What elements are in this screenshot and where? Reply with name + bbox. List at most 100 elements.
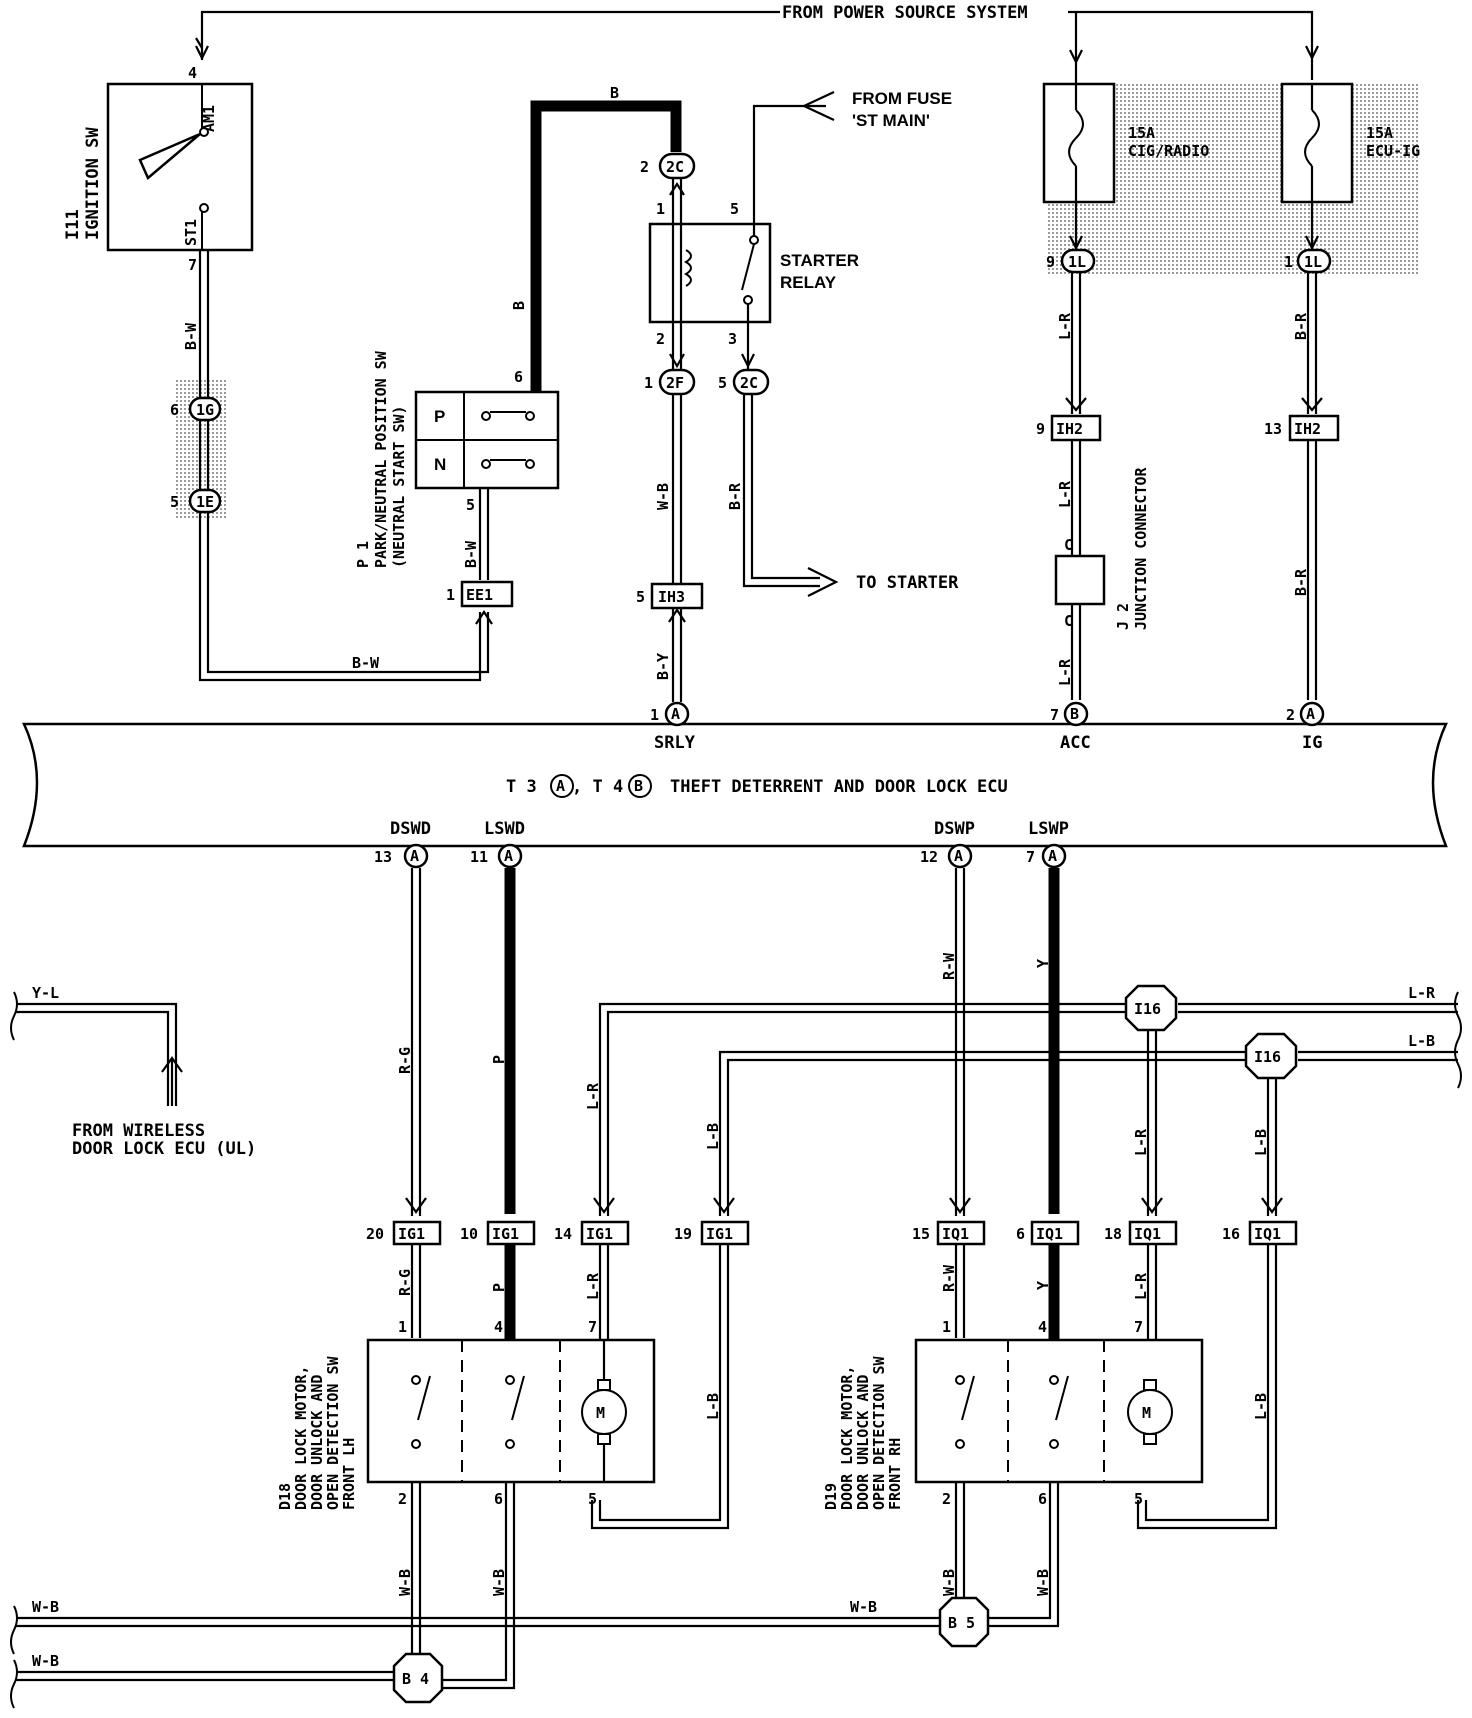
pnp-name1: PARK/NEUTRAL POSITION SW bbox=[372, 350, 390, 568]
wire-rw-label-2: R-W bbox=[940, 1264, 958, 1292]
wire-lb2-label-2: L-B bbox=[1252, 1393, 1270, 1420]
svg-text:2: 2 bbox=[1286, 706, 1295, 724]
ignition-switch bbox=[106, 82, 254, 252]
motor-rh-m: M bbox=[1142, 1404, 1151, 1422]
break-lb bbox=[1454, 1039, 1462, 1089]
wire-wb-6: W-B bbox=[850, 1598, 877, 1616]
motor-lh-m: M bbox=[596, 1404, 605, 1422]
svg-text:1: 1 bbox=[650, 706, 659, 724]
d18-pin-4: 4 bbox=[494, 1318, 503, 1336]
connector-1g-pin: 6 bbox=[170, 401, 179, 419]
wire-br-b: B-R bbox=[1292, 568, 1310, 596]
wire-rw-label: R-W bbox=[940, 952, 958, 980]
wire-by: B-Y bbox=[654, 653, 672, 680]
relay-pin-2: 2 bbox=[656, 330, 665, 348]
door-lock-motor-lh bbox=[366, 1338, 656, 1484]
junction-name: JUNCTION CONNECTOR bbox=[1132, 466, 1150, 630]
wireless-line1: FROM WIRELESS bbox=[72, 1121, 205, 1141]
ecu-pin-lswp: LSWP A 7 bbox=[1026, 819, 1069, 869]
connector-2f: 2F bbox=[658, 368, 696, 396]
ignition-pin-7: 7 bbox=[188, 256, 197, 274]
svg-text:I16: I16 bbox=[1254, 1048, 1281, 1066]
wire-wb-2: W-B bbox=[490, 1569, 508, 1596]
relay-pin-5: 5 bbox=[730, 200, 739, 218]
d18-pin-2: 2 bbox=[398, 1490, 407, 1508]
d18-name2: DOOR UNLOCK AND bbox=[308, 1375, 326, 1510]
svg-text:B: B bbox=[634, 777, 643, 795]
ecu-pin-dswp: DSWP A 12 bbox=[920, 819, 975, 869]
wire-b-top: B bbox=[610, 84, 619, 102]
svg-text:DSWD: DSWD bbox=[390, 819, 431, 839]
svg-text:14: 14 bbox=[554, 1225, 572, 1243]
svg-text:A: A bbox=[410, 847, 419, 865]
d19-pin-5: 5 bbox=[1134, 1490, 1143, 1508]
junction-i16-a: I16 bbox=[1124, 984, 1178, 1032]
fuse-ecu-ig bbox=[1280, 82, 1354, 252]
wire-b-vertical: B bbox=[510, 301, 528, 310]
d19-name3: OPEN DETECTION SW bbox=[870, 1356, 888, 1510]
junction-ref: J 2 bbox=[1114, 603, 1132, 630]
connector-2c-top-pin: 2 bbox=[640, 158, 649, 176]
pnp-pos-p: P bbox=[434, 407, 445, 426]
fuse-2-name: ECU-IG bbox=[1366, 142, 1420, 160]
svg-text:A: A bbox=[556, 777, 565, 795]
d19-pin-4: 4 bbox=[1038, 1318, 1047, 1336]
d18-name3: OPEN DETECTION SW bbox=[324, 1356, 342, 1510]
wire-wb-7: W-B bbox=[32, 1652, 59, 1670]
ground-point-b4: B 4 bbox=[392, 1652, 444, 1704]
d18-pin-7: 7 bbox=[588, 1318, 597, 1336]
svg-text:THEFT DETERRENT AND DOOR LOCK: THEFT DETERRENT AND DOOR LOCK ECU bbox=[670, 777, 1008, 797]
d19-name4: FRONT RH bbox=[886, 1438, 904, 1510]
st-main-arrow bbox=[801, 91, 835, 121]
d18-ref: D18 bbox=[276, 1483, 294, 1510]
d18-name4: FRONT LH bbox=[340, 1438, 358, 1510]
junction-c-top: C bbox=[1064, 536, 1073, 554]
wire-rw bbox=[949, 868, 971, 1338]
d19-ref: D19 bbox=[822, 1483, 840, 1510]
connector-iq1-15: IQ1 15 bbox=[912, 1220, 986, 1246]
svg-text:16: 16 bbox=[1222, 1225, 1240, 1243]
d19-pin-1: 1 bbox=[942, 1318, 951, 1336]
wire-rg bbox=[405, 868, 427, 1338]
to-starter-arrow bbox=[807, 567, 839, 597]
wire-wb-3: W-B bbox=[940, 1569, 958, 1596]
svg-text:A: A bbox=[1306, 705, 1315, 723]
relay-coil-icon bbox=[684, 249, 692, 287]
relay-name-1: STARTER bbox=[780, 251, 859, 270]
wire-lb2-label: L-B bbox=[1252, 1129, 1270, 1156]
connector-ih3-pin: 5 bbox=[636, 588, 645, 606]
fuse-2-amp: 15A bbox=[1366, 124, 1393, 142]
relay-pin-3: 3 bbox=[728, 330, 737, 348]
wire-lr-left-label: L-R bbox=[584, 1082, 602, 1110]
ecu-body bbox=[22, 722, 1448, 848]
svg-text:IQ1: IQ1 bbox=[942, 1225, 969, 1243]
svg-text:11: 11 bbox=[470, 848, 488, 866]
wire-lr2-label-2: L-R bbox=[1132, 1272, 1150, 1300]
wire-p-label: P bbox=[490, 1055, 508, 1064]
ecu-pin-lswd: LSWD A 11 bbox=[470, 819, 525, 869]
relay-name-2: RELAY bbox=[780, 273, 837, 292]
connector-iq1-6: IQ1 6 bbox=[1016, 1220, 1080, 1246]
pnp-pin-5: 5 bbox=[466, 496, 475, 514]
d19-pin-7: 7 bbox=[1134, 1318, 1143, 1336]
connector-ee1-pin: 1 bbox=[446, 586, 455, 604]
svg-text:IG1: IG1 bbox=[586, 1225, 613, 1243]
d19-pin-2: 2 bbox=[942, 1490, 951, 1508]
connector-ig1-10: IG1 10 bbox=[460, 1220, 536, 1246]
door-lock-motor-rh bbox=[914, 1338, 1204, 1484]
svg-text:A: A bbox=[954, 847, 963, 865]
connector-1l-b-pin: 1 bbox=[1284, 253, 1293, 271]
connector-ig1-20: IG1 20 bbox=[366, 1220, 442, 1246]
d19-pin-6: 6 bbox=[1038, 1490, 1047, 1508]
svg-text:7: 7 bbox=[1026, 848, 1035, 866]
ignition-st1: ST1 bbox=[182, 219, 200, 246]
svg-text:LSWP: LSWP bbox=[1028, 819, 1069, 839]
wire-lb-label: L-B bbox=[704, 1123, 722, 1150]
wire-y-label-2: Y bbox=[1034, 1281, 1052, 1290]
svg-text:IH2: IH2 bbox=[1056, 420, 1083, 438]
wire-yl-label: Y-L bbox=[32, 984, 59, 1002]
fuse-1-amp: 15A bbox=[1128, 124, 1155, 142]
connector-ee1: EE1 bbox=[460, 580, 514, 608]
svg-text:18: 18 bbox=[1104, 1225, 1122, 1243]
